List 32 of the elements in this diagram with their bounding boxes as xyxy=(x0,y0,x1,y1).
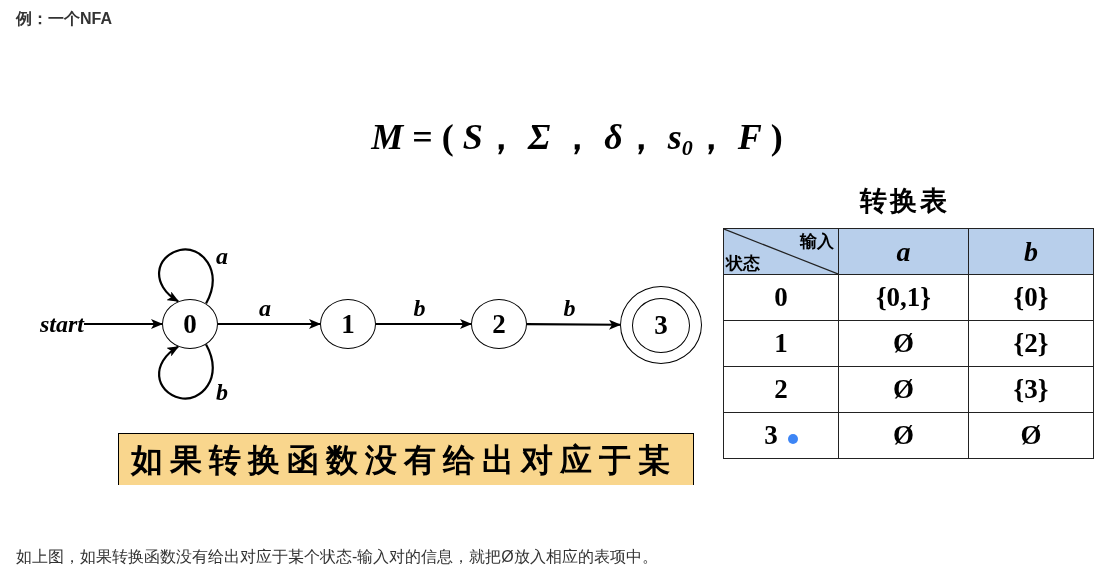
caption-text: 如上图，如果转换函数没有给出对应于某个状态-输入对的信息，就把Ø放入相应的表项中。 xyxy=(16,547,658,567)
table-header-cell: b xyxy=(969,229,1094,275)
state-number: 3 xyxy=(764,419,778,453)
start-label: start xyxy=(40,309,84,339)
table-cell: {2} xyxy=(969,321,1094,367)
page-title: 例：一个NFA xyxy=(16,9,112,29)
arrow xyxy=(84,319,163,329)
state-circle: 2 xyxy=(471,299,527,349)
table-title: 转换表 xyxy=(860,184,950,218)
table-cell: Ø xyxy=(839,367,969,413)
table-header-cell: a xyxy=(839,229,969,275)
state-circle: 0 xyxy=(162,299,218,349)
formula: M = ( S， Σ ， δ， s$_{0}$， F ) xyxy=(371,116,783,160)
state-circle: 1 xyxy=(320,299,376,349)
self-loop-arrow xyxy=(158,344,214,400)
table-cell: Ø xyxy=(839,413,969,459)
accept-state-circle: 3 xyxy=(620,286,702,364)
table-cell: {3} xyxy=(969,367,1094,413)
table-cell: {0,1} xyxy=(839,275,969,321)
arrow xyxy=(376,319,472,329)
highlight-banner: 如果转换函数没有给出对应于某 xyxy=(118,433,694,485)
column-heading: 输入 xyxy=(800,231,834,251)
table-cell: Ø xyxy=(839,321,969,367)
row-heading: 状态 xyxy=(726,253,760,273)
arrow xyxy=(527,319,621,330)
table-cell: Ø xyxy=(969,413,1094,459)
table-cell: 1 xyxy=(724,321,839,367)
table-cell: 0 xyxy=(724,275,839,321)
table-cell: {0} xyxy=(969,275,1094,321)
arrow xyxy=(218,319,321,329)
table-cell: 2 xyxy=(724,367,839,413)
self-loop-arrow xyxy=(158,248,214,304)
